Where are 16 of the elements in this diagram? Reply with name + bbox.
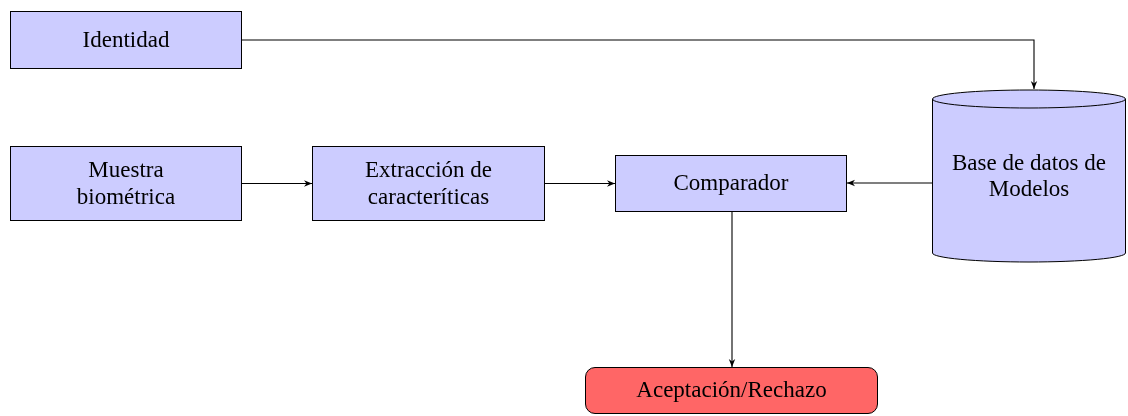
arrow (241, 39, 1038, 90)
process-box (10, 11, 242, 69)
result-box (585, 367, 878, 414)
node-label: Identidad (81, 26, 171, 54)
process-box (312, 146, 545, 221)
node-label: Muestra biométrica (75, 157, 177, 210)
node-label: Comparador (672, 170, 790, 197)
node-label: Aceptación/Rechazo (635, 377, 828, 404)
process-box (10, 146, 242, 221)
node-label: Extracción de caracteríticas (363, 157, 494, 210)
arrow (544, 180, 616, 187)
arrow (846, 179, 933, 187)
node-label: Base de datos de Modelos (951, 149, 1107, 203)
arrow (241, 180, 313, 187)
arrow (728, 211, 736, 368)
process-box (615, 155, 847, 212)
